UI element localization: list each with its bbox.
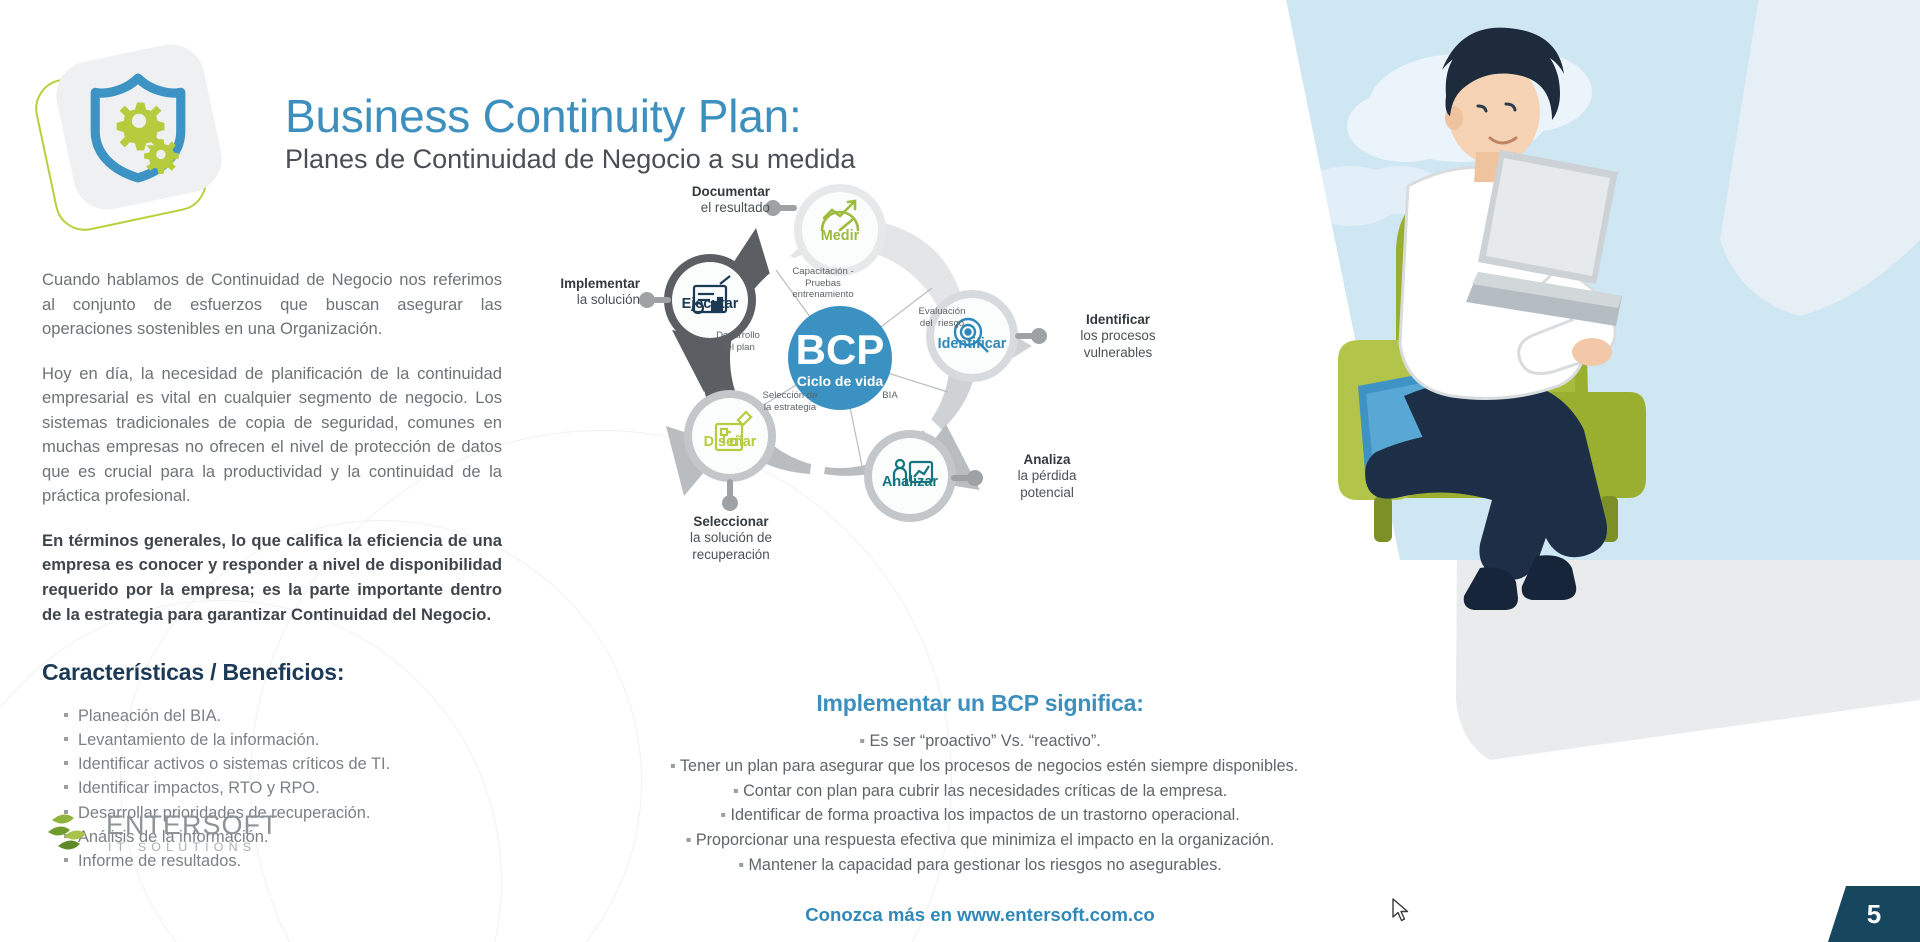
person-chart-icon (892, 458, 934, 486)
implementar-bcp-line: ▪ Tener un plan para asegurar que los pr… (670, 756, 1299, 775)
diagram-node-medir[interactable]: Medir (820, 228, 860, 244)
list-item: Planeación del BIA. (64, 704, 502, 728)
list-item: Informe de resultados. (64, 849, 502, 873)
features-heading: Características / Beneficios: (42, 659, 345, 686)
implementar-bcp-line: ▪ Proporcionar una respuesta efectiva qu… (685, 831, 1275, 850)
diagram-center-subtitle: Ciclo de vida (797, 373, 884, 389)
blueprint-pencil-icon (714, 410, 753, 452)
page-subtitle: Planes de Continuidad de Negocio a su me… (285, 144, 856, 175)
page-title-block: Business Continuity Plan: Planes de Cont… (285, 92, 985, 175)
page-title: Business Continuity Plan: (285, 90, 802, 142)
header-logo (29, 38, 228, 237)
diagram-node-disenar[interactable]: Diseñar (703, 434, 757, 450)
brand-tagline: IT SOLUTIONS (108, 840, 257, 854)
mouse-cursor (1392, 898, 1409, 922)
bcp-lifecycle-diagram: BCP Ciclo de vida (560, 178, 1156, 578)
diagram-node-identificar[interactable]: Identificar (937, 336, 1007, 352)
intro-paragraph-3: En términos generales, lo que califica l… (42, 530, 502, 624)
diagram-center-title: BCP (796, 326, 885, 373)
implementar-bcp-line: ▪ Es ser “proactivo” Vs. “reactivo”. (859, 732, 1101, 750)
website-cta[interactable]: Conozca más en www.entersoft.com.co (805, 903, 1155, 925)
entersoft-leaf-icon (48, 814, 86, 850)
gauge-growth-icon (820, 199, 860, 232)
implementar-bcp-line: ▪ Contar con plan para cubrir las necesi… (732, 781, 1228, 800)
implementar-bcp-line: ▪ Identificar de forma proactiva los imp… (720, 806, 1240, 825)
magnifier-target-icon (953, 317, 989, 353)
list-item: Levantamiento de la información. (64, 728, 502, 752)
implementar-bcp-line: ▪ Mantener la capacidad para gestionar l… (738, 855, 1222, 874)
diagram-node-analizar[interactable]: Analizar (882, 474, 938, 490)
diagram-inner-label-bia: BIA (882, 390, 898, 401)
hero-illustration (1160, 0, 1920, 942)
shield-gears-icon (90, 73, 186, 183)
brand-name: ENTERSOFT (106, 810, 279, 840)
document-gear-icon (691, 275, 731, 315)
implementar-bcp-heading: Implementar un BCP significa: (816, 690, 1144, 716)
page-number-badge: 5 (1828, 886, 1920, 942)
left-text-column: Cuando hablamos de Continuidad de Negoci… (42, 268, 502, 873)
intro-paragraph-1: Cuando hablamos de Continuidad de Negoci… (42, 270, 502, 339)
list-item: Identificar impactos, RTO y RPO. (64, 776, 502, 800)
diagram-node-ejecutar[interactable]: Ejecutar (681, 296, 739, 312)
intro-paragraph-2: Hoy en día, la necesidad de planificació… (42, 363, 502, 506)
implementar-bcp-block: Implementar un BCP significa: ▪ Es ser “… (670, 690, 1299, 926)
list-item: Identificar activos o sistemas críticos … (64, 752, 502, 776)
entersoft-logo: ENTERSOFT IT SOLUTIONS (44, 806, 294, 876)
list-item: Desarrollar prioridades de recuperación. (64, 801, 502, 825)
features-list: Planeación del BIA. Levantamiento de la … (42, 704, 502, 873)
